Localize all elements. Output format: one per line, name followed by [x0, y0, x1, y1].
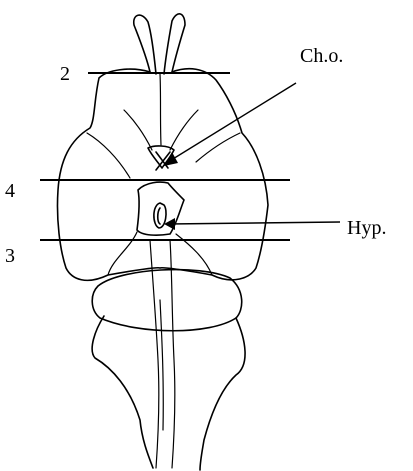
hypophysis — [154, 203, 166, 228]
optic-tract-left — [124, 110, 152, 150]
medulla-inner-left — [160, 300, 163, 430]
cerebral-hemispheres-outline — [57, 69, 268, 281]
medulla-outline — [92, 316, 245, 470]
olfactory-bulb-left — [134, 15, 156, 74]
label-hypophysis: Hyp. — [347, 217, 386, 239]
sulcus-left-upper — [87, 133, 130, 178]
optic-tract-right — [170, 110, 198, 150]
label-line-3: 3 — [5, 245, 15, 267]
arrowhead-optic-chiasm — [164, 152, 178, 166]
forebrain-midline — [160, 74, 161, 145]
olfactory-bulb-right — [164, 14, 185, 74]
sulcus-right-upper — [196, 133, 240, 162]
medulla-midline-left — [150, 240, 159, 468]
label-line-2: 2 — [60, 63, 70, 85]
label-optic-chiasm: Ch.o. — [300, 45, 343, 67]
pons-outline — [92, 270, 241, 331]
medulla-midline-right — [170, 240, 175, 468]
pointer-line-hypophysis — [168, 222, 340, 224]
label-line-4: 4 — [5, 180, 15, 202]
